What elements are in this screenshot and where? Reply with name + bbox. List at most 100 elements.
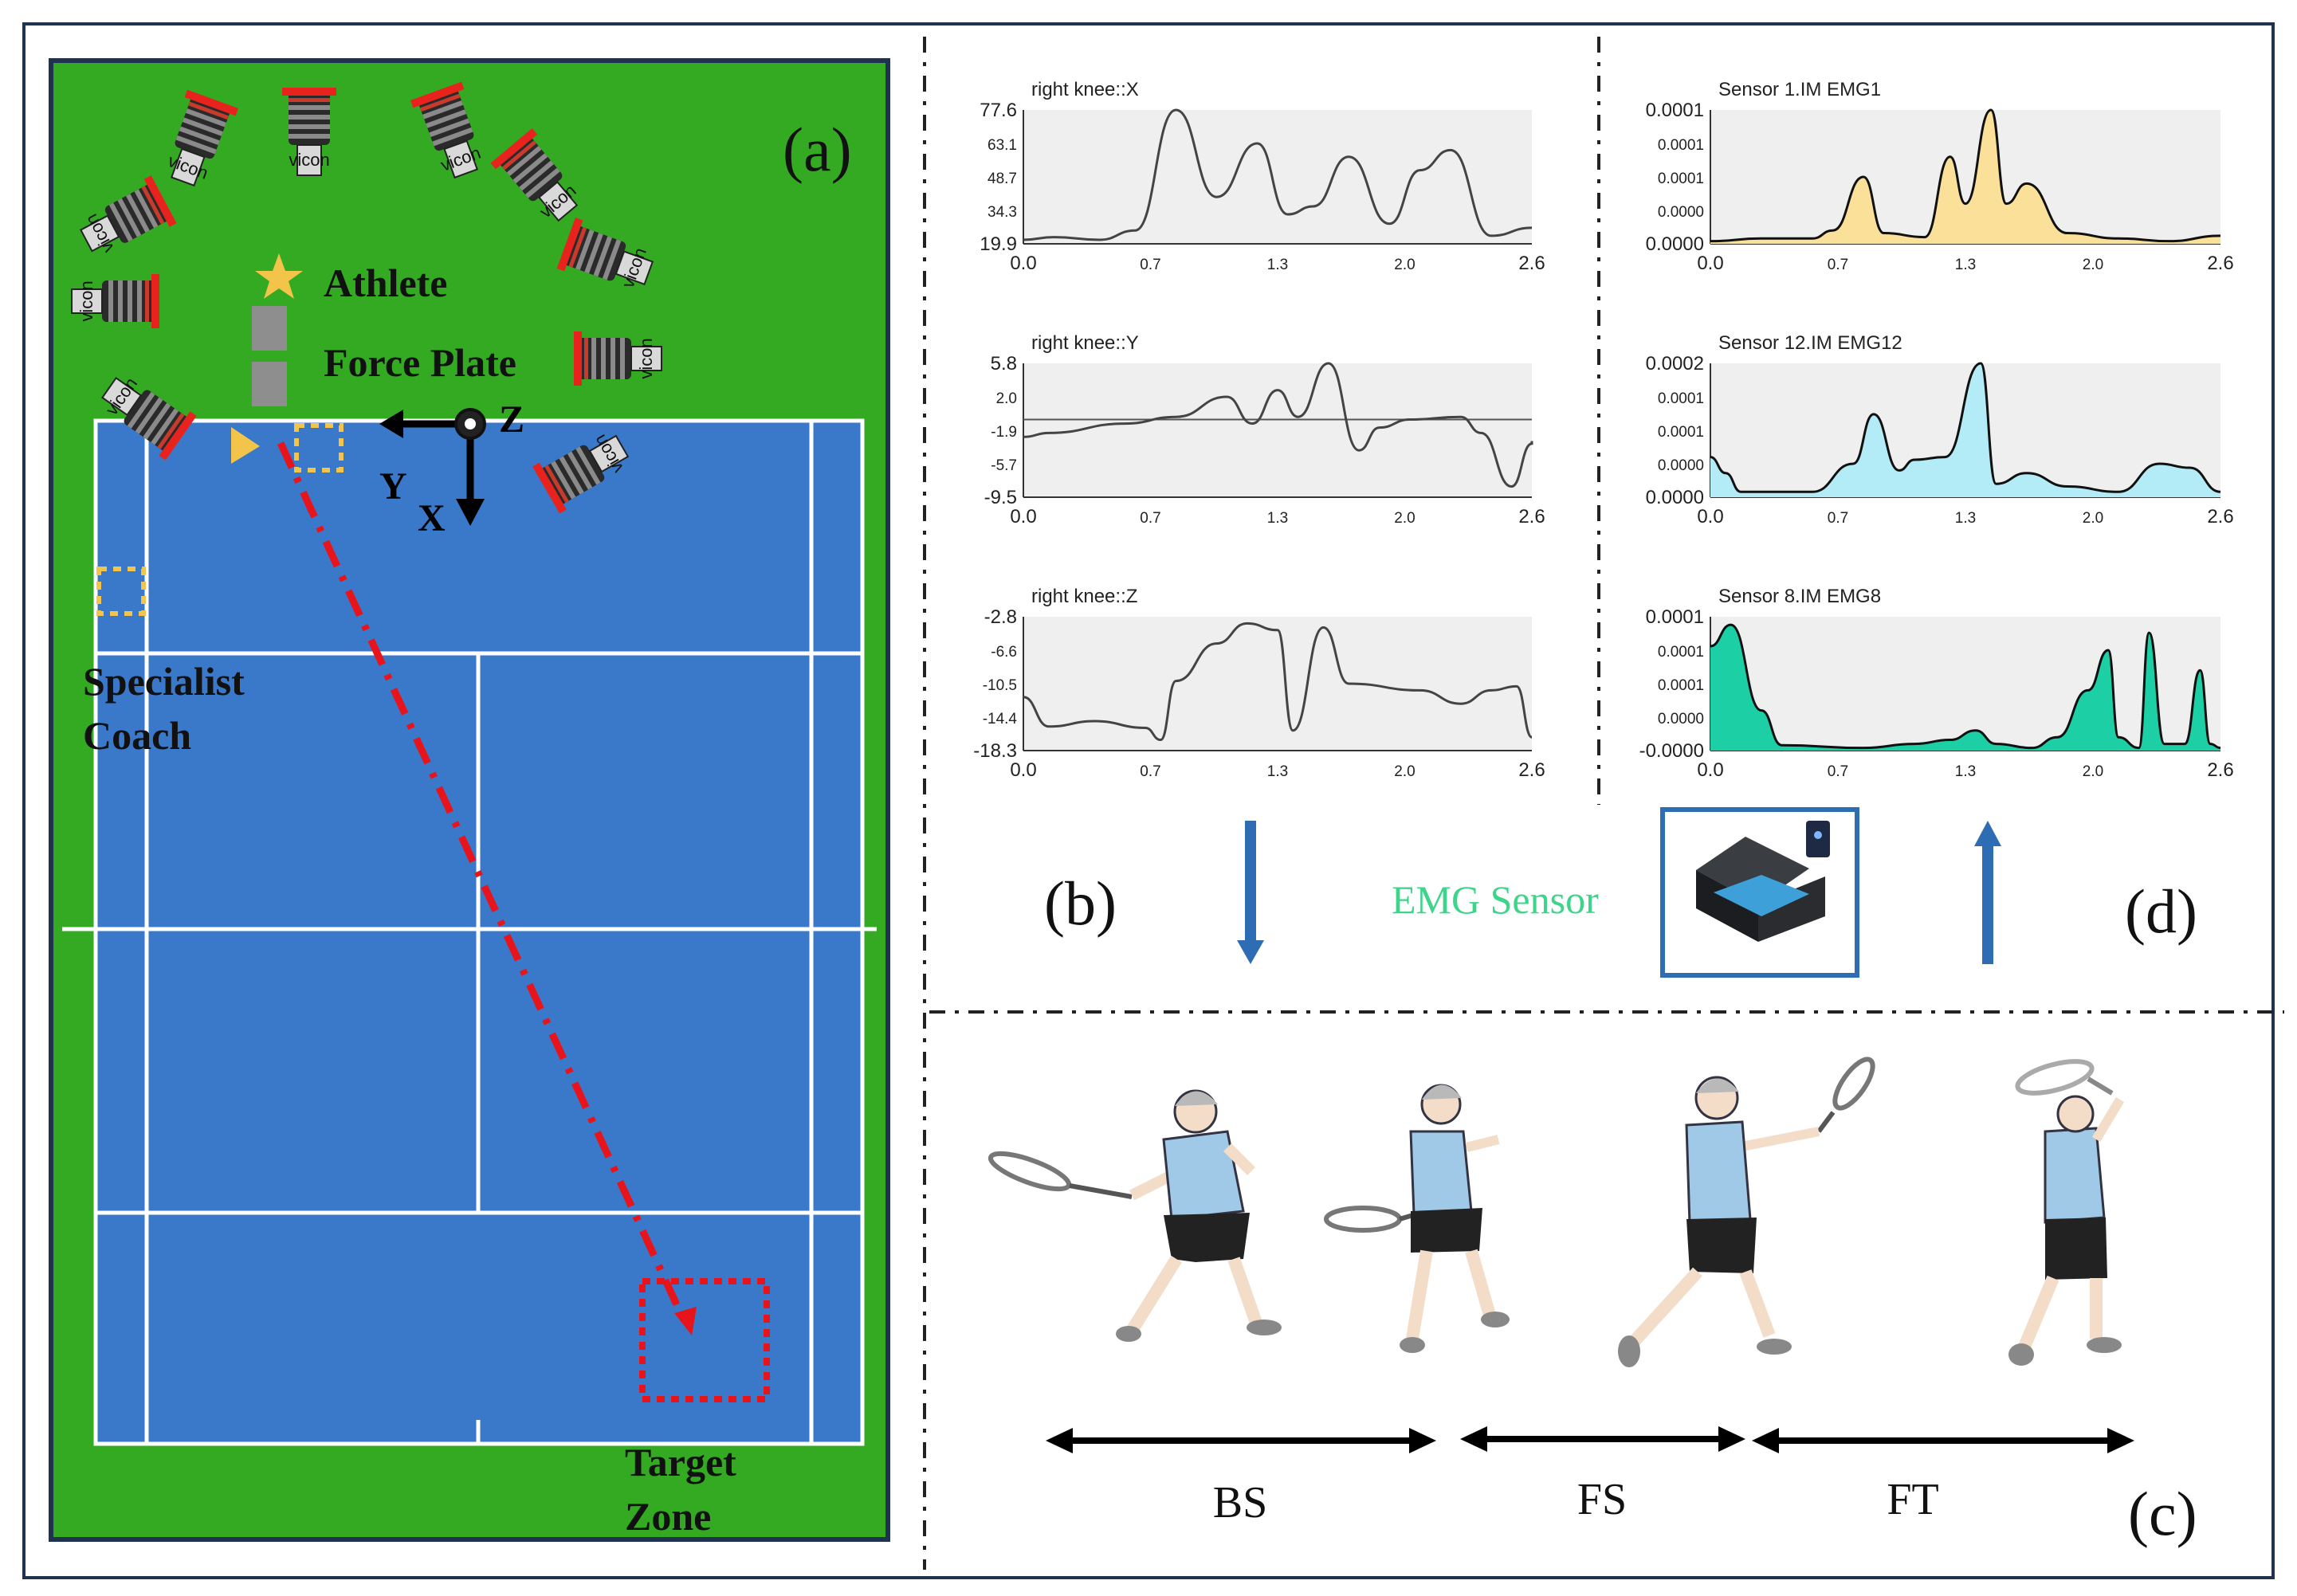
axis-y-label: Y [379,465,407,508]
x-tick-label: 0.0 [1010,759,1036,781]
axis-z-label: Z [499,398,524,441]
player-figure-ft [2008,1059,2125,1366]
signal-area [1710,363,2220,497]
emg-chart-title: Sensor 8.IM EMG8 [1718,586,1881,607]
vicon-camera: vicon [573,331,662,386]
coach-label-line2: Coach [83,713,191,758]
x-tick-label: 0.0 [1697,759,1723,781]
y-tick-label: 0.0000 [1658,457,1704,474]
x-tick-label: 0.7 [1828,763,1848,780]
down-arrow-icon [1237,821,1264,964]
x-tick-label: 1.3 [1955,257,1976,273]
x-tick-label: 0.0 [1010,253,1036,274]
svg-text:vicon: vicon [289,150,329,170]
y-tick-label: 2.0 [996,390,1017,407]
force-plate [252,306,287,351]
x-tick-label: 2.0 [1394,763,1415,780]
emg-chart-title: Sensor 1.IM EMG1 [1718,79,1881,100]
knee-chart-title: right knee::Y [1031,332,1139,354]
y-tick-label: 0.0001 [1658,424,1704,441]
x-tick-label: 2.6 [2207,253,2233,274]
x-tick-label: 2.0 [2083,510,2103,527]
court-lines [62,418,877,1446]
y-tick-label: 0.0000 [1646,487,1704,508]
phase-label-ft: FT [1887,1475,1938,1524]
y-tick-label: 48.7 [988,171,1017,187]
x-tick-label: 2.6 [1518,506,1545,527]
x-tick-label: 2.6 [2207,506,2233,527]
y-tick-label: -10.5 [983,677,1017,694]
y-tick-label: 77.6 [980,100,1017,121]
y-tick-label: -14.4 [983,711,1018,727]
x-tick-label: 1.3 [1955,763,1976,780]
x-tick-label: 1.3 [1267,257,1288,273]
x-tick-label: 0.7 [1140,257,1160,273]
x-tick-label: 1.3 [1267,510,1288,527]
panel-label-b: (b) [1044,869,1117,938]
signal-area [1710,110,2220,244]
x-tick-label: 2.6 [1518,759,1545,781]
signal-line [1023,108,1533,241]
start-position-marker [294,423,344,473]
y-tick-label: -9.5 [984,487,1017,508]
player-figure-bs-end [1324,1084,1510,1353]
vicon-camera: vicon [156,88,239,192]
axis-x-label: X [418,497,446,539]
y-tick-label: -1.9 [991,424,1017,441]
y-tick-label: 0.0000 [1658,204,1704,221]
emg-chart: Sensor 8.IM EMG80.00010.00010.00010.0000… [1639,586,2234,781]
y-tick-label: 34.3 [988,204,1017,221]
coordinate-axes: Z Y X [379,398,524,539]
x-tick-label: 2.0 [1394,510,1415,527]
player-figure-bs-start [988,1089,1282,1342]
y-tick-label: 63.1 [988,137,1017,154]
knee-chart-title: right knee::X [1031,79,1139,100]
plot-background [1023,110,1532,244]
x-tick-label: 2.0 [1394,257,1415,273]
x-tick-label: 2.6 [2207,759,2233,781]
y-tick-label: 5.8 [991,353,1017,374]
svg-text:vicon: vicon [77,280,96,321]
emg-sensor-device [1660,807,1859,978]
knee-chart-title: right knee::Z [1031,586,1137,607]
y-tick-label: 0.0001 [1658,137,1704,154]
signal-line [1710,623,2221,750]
court-panel: vicon vicon vicon vicon vicon vicon vico… [49,58,890,1542]
phase-arrows [1046,1426,2134,1453]
coach-position-marker [96,567,146,616]
x-tick-label: 0.7 [1828,510,1848,527]
panel-label-a: (a) [783,115,852,184]
vicon-camera: vicon [71,273,160,329]
outer-frame [22,22,2275,1579]
x-tick-label: 0.0 [1697,253,1723,274]
plot-background [1023,363,1532,497]
x-tick-label: 0.7 [1828,257,1848,273]
x-tick-label: 0.7 [1140,510,1160,527]
emg-charts: Sensor 1.IM EMG1 0.0001 0.0001 0.0001 0.0000… [1639,79,2234,781]
force-plate-label: Force Plate [324,340,516,385]
athlete-label: Athlete [324,261,448,305]
panel-label-d: (d) [2125,876,2197,946]
coach-label-line1: Specialist [83,659,245,704]
signal-line [1710,108,2221,243]
force-plate [252,362,287,406]
x-tick-label: 0.0 [1697,506,1723,527]
player-figures [988,1057,2125,1367]
emg-sensor-label: EMG Sensor [1392,877,1599,922]
x-tick-label: 1.3 [1267,763,1288,780]
vicon-camera: vicon [281,87,337,176]
y-tick-label: 0.0001 [1658,644,1704,661]
y-tick-label: -18.3 [973,740,1017,762]
trajectory-arrowhead [674,1307,697,1335]
serve-direction-marker [231,427,260,464]
emg-chart-title: Sensor 12.IM EMG12 [1718,332,1902,354]
plot-background [1710,617,2220,751]
x-tick-label: 2.6 [1518,253,1545,274]
athlete-star-icon [255,253,303,299]
signal-area [1710,625,2220,751]
